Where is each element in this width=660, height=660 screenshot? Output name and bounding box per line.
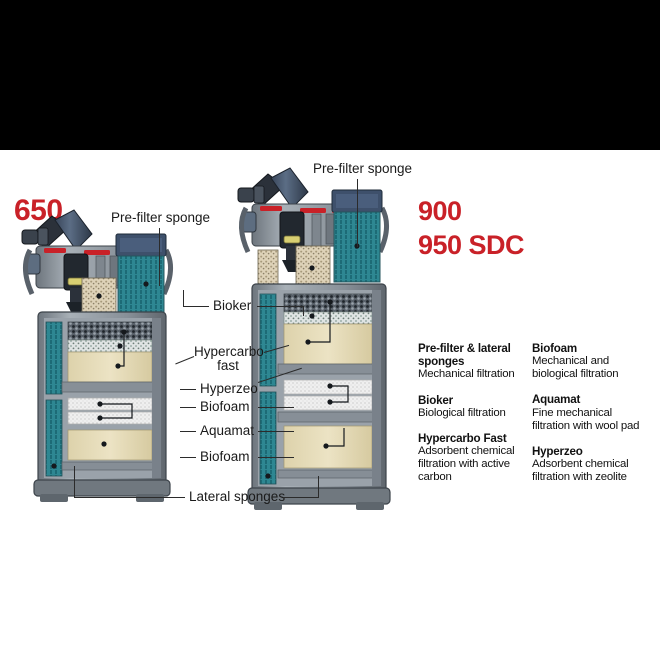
legend-title: Hypercarbo Fast — [418, 431, 507, 445]
callout-hyperzeo: Hyperzeo — [200, 381, 258, 396]
leader-biofoam-upper-right — [258, 407, 294, 408]
prefilter-sponge-650 — [115, 233, 167, 313]
model-label-900: 900 — [418, 196, 462, 226]
legend-item-hyperzeo: Hyperzeo Adsorbent chemical filtration w… — [532, 445, 644, 484]
canister-900 — [247, 283, 391, 510]
top-black-bar — [0, 0, 660, 150]
lateral-sponge-lower-900 — [259, 391, 277, 485]
leader-aquamat-right — [258, 431, 294, 432]
biofoam-lower-media-650 — [67, 429, 153, 461]
callout-hypercarbo-fast: Hypercarbo fast — [194, 344, 264, 373]
leader-biofoam-lower-left — [180, 457, 196, 458]
legend-desc: Mechanical filtration — [418, 368, 515, 381]
filter-cutaway-illustration — [21, 167, 391, 510]
bioker-media-b-900 — [257, 249, 279, 287]
legend-item-aquamat: Aquamat Fine mechanical filtration with … — [532, 393, 644, 432]
callout-hypercarbo-line1: Hypercarbo — [194, 344, 264, 359]
model-label-950-sdc: 950 SDC — [418, 230, 525, 260]
leader-biofoam-lower-right — [258, 457, 294, 458]
hypercarbo-media-650 — [67, 321, 153, 341]
legend-item-hypercarbo-fast: Hypercarbo Fast Adsorbent chemical filtr… — [418, 432, 526, 485]
legend-title: Aquamat — [532, 393, 581, 407]
filter-unit-650 — [21, 209, 173, 502]
legend-title: Hyperzeo — [532, 444, 583, 458]
callout-aquamat: Aquamat — [200, 423, 255, 438]
leader-lateral-left-up — [74, 466, 75, 498]
legend-item-bioker: Bioker Biological filtration — [418, 394, 526, 420]
internal-leader-lines — [100, 302, 349, 447]
leader-bioker-left — [183, 306, 209, 307]
legend-title: Biofoam — [532, 342, 577, 355]
callout-biofoam-lower: Biofoam — [200, 449, 250, 464]
lateral-sponge-lower-650 — [45, 399, 63, 477]
legend-title: Pre-filter & lateral sponges — [418, 342, 511, 369]
biofoam-upper-media-900 — [283, 323, 373, 365]
legend-column-left: Pre-filter & lateral sponges Mechanical … — [418, 342, 526, 496]
legend-column-right: Biofoam Mechanical and biological filtra… — [532, 342, 644, 496]
leader-lateral-right-up — [318, 476, 319, 498]
biofoam-upper-media-650 — [67, 351, 153, 383]
lateral-sponge-upper-650 — [45, 321, 63, 395]
leader-biofoam-upper-left — [180, 407, 196, 408]
leader-prefilter-left — [159, 228, 160, 286]
leader-lateral-right — [283, 497, 319, 498]
legend-desc: Adsorbent chemical filtration with activ… — [418, 445, 515, 484]
legend-item-biofoam: Biofoam Mechanical and biological filtra… — [532, 342, 644, 381]
legend-desc: Mechanical and biological filtration — [532, 355, 619, 381]
filter-unit-900 — [237, 167, 391, 510]
legend-item-prefilter-lateral-sponges: Pre-filter & lateral sponges Mechanical … — [418, 342, 526, 382]
callout-dots — [51, 243, 360, 479]
callout-bioker: Bioker — [213, 298, 252, 313]
leader-lateral-left — [74, 497, 185, 498]
leader-aquamat-left — [180, 431, 196, 432]
callout-hypercarbo-line2: fast — [217, 357, 239, 373]
canister-650 — [33, 311, 171, 502]
legend-desc: Fine mechanical filtration with wool pad — [532, 406, 640, 432]
lateral-sponge-upper-900 — [259, 293, 277, 387]
legend-desc: Biological filtration — [418, 406, 506, 419]
legend-desc: Adsorbent chemical filtration with zeoli… — [532, 458, 629, 484]
leader-bioker-down — [303, 306, 304, 316]
leader-hyperzeo-left — [180, 389, 196, 390]
hyperzeo-media-650 — [67, 339, 153, 353]
hyperzeo-media-900 — [283, 311, 373, 325]
leader-prefilter-right — [357, 179, 358, 247]
callout-prefilter-sponge-left: Pre-filter sponge — [111, 210, 211, 225]
legend-title: Bioker — [418, 393, 453, 407]
callout-prefilter-sponge-right: Pre-filter sponge — [313, 161, 413, 176]
leader-bioker-right — [257, 306, 303, 307]
callout-lateral-sponges: Lateral sponges — [189, 489, 286, 504]
callout-biofoam-upper: Biofoam — [200, 399, 250, 414]
leader-bioker-leftup — [183, 290, 184, 307]
